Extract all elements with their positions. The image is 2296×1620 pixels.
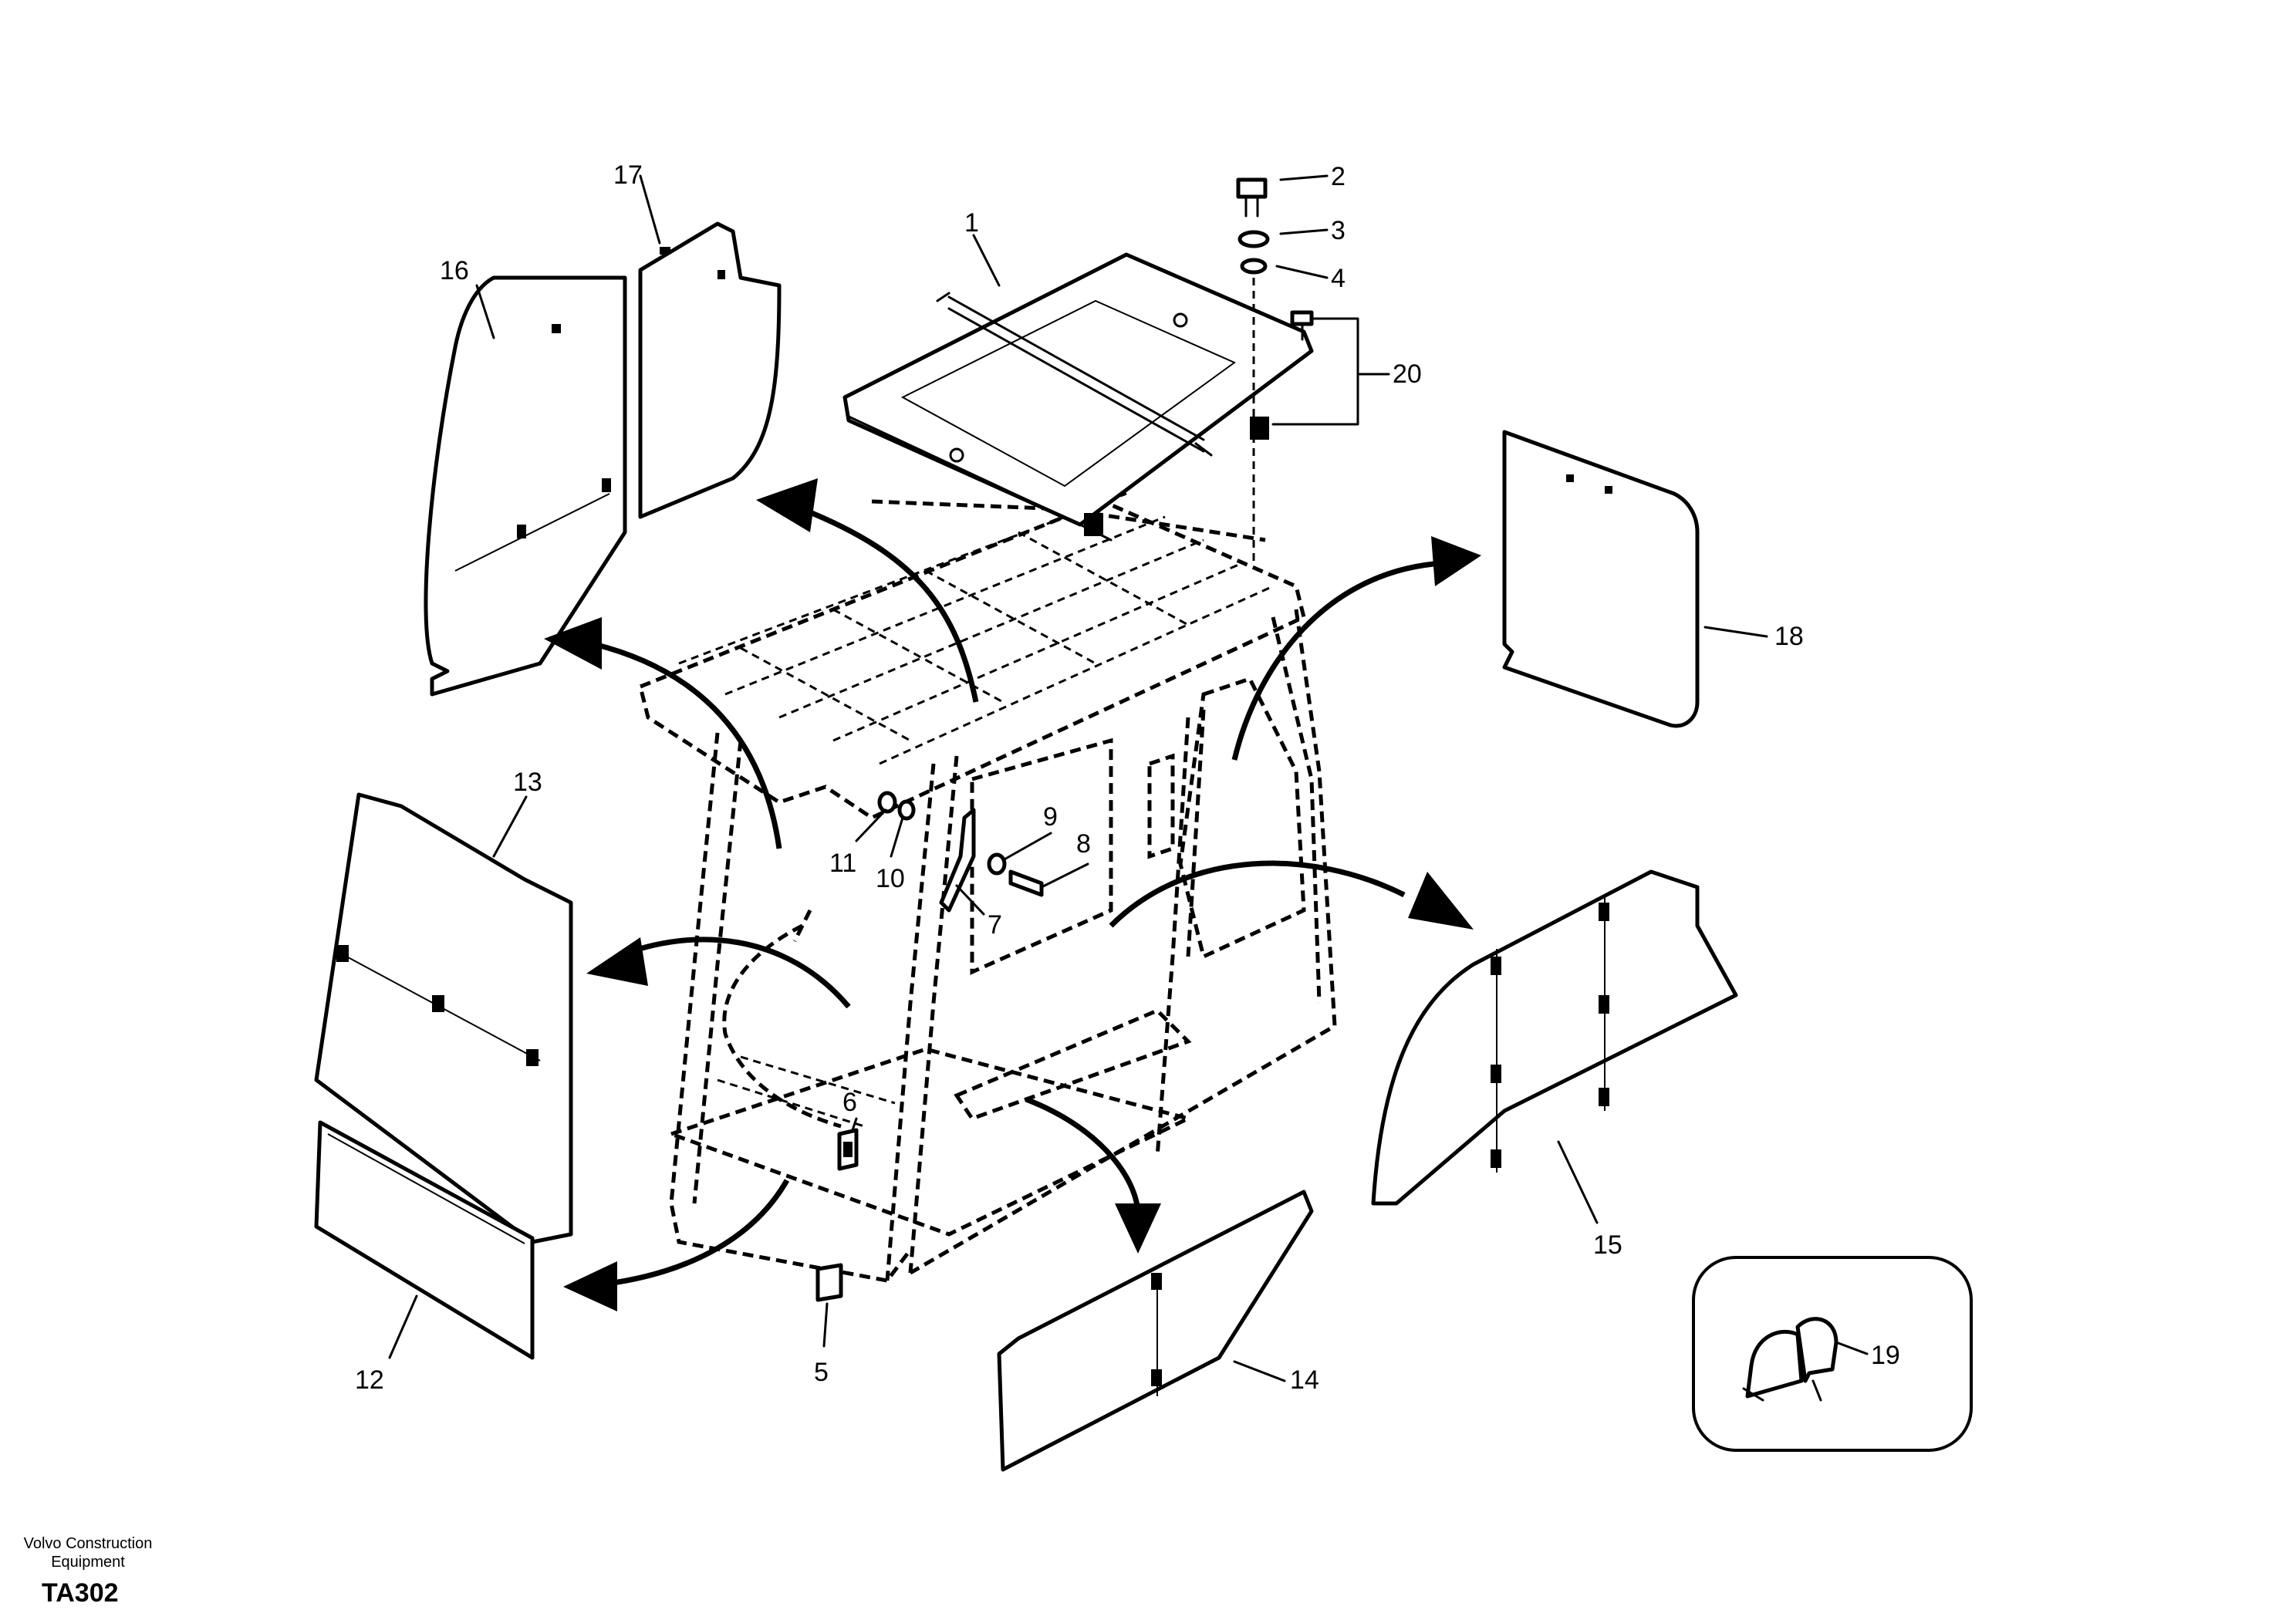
glass-12 — [314, 1120, 535, 1360]
leader-lines — [388, 174, 1869, 1382]
callout-11: 11 — [829, 849, 856, 878]
callout-16: 16 — [440, 256, 469, 285]
small-hardware — [815, 791, 1044, 1302]
cab-frame-outline — [638, 492, 1337, 1283]
brand-name-line-1: Volvo Construction — [23, 1535, 153, 1552]
bolt-stack — [1236, 177, 1314, 563]
callout-9: 9 — [1043, 802, 1058, 832]
callout-1: 1 — [964, 208, 979, 238]
callout-15: 15 — [1593, 1230, 1622, 1260]
callout-13: 13 — [513, 768, 542, 797]
callout-3: 3 — [1331, 216, 1346, 245]
panel-17 — [638, 221, 782, 519]
callout-18: 18 — [1774, 622, 1804, 651]
glass-16 — [424, 275, 627, 697]
callout-2: 2 — [1331, 162, 1346, 191]
callout-7: 7 — [988, 910, 1002, 940]
callout-20: 20 — [1393, 359, 1422, 389]
glass-15 — [1371, 869, 1738, 1206]
callout-8: 8 — [1076, 829, 1091, 859]
callout-4: 4 — [1331, 264, 1346, 293]
brand-name-line-2: Equipment — [51, 1554, 125, 1571]
glass-14 — [997, 1190, 1314, 1472]
callout-19: 19 — [1871, 1341, 1900, 1370]
figure-code: TA302 — [42, 1578, 119, 1608]
glass-13 — [314, 792, 573, 1244]
callout-14: 14 — [1290, 1365, 1319, 1395]
callout-6: 6 — [842, 1088, 857, 1117]
callout-5: 5 — [814, 1358, 829, 1387]
motion-arrows — [544, 478, 1481, 1311]
callout-17: 17 — [613, 160, 643, 190]
callout-labels: 1 2 3 4 5 6 7 8 9 10 11 12 13 14 15 16 1… — [355, 160, 1900, 1395]
roof-window-assembly — [842, 252, 1314, 542]
callout-10: 10 — [876, 864, 905, 893]
detail-box-19 — [1692, 1256, 1973, 1452]
callout-12: 12 — [355, 1365, 384, 1395]
glass-18 — [1502, 430, 1700, 728]
